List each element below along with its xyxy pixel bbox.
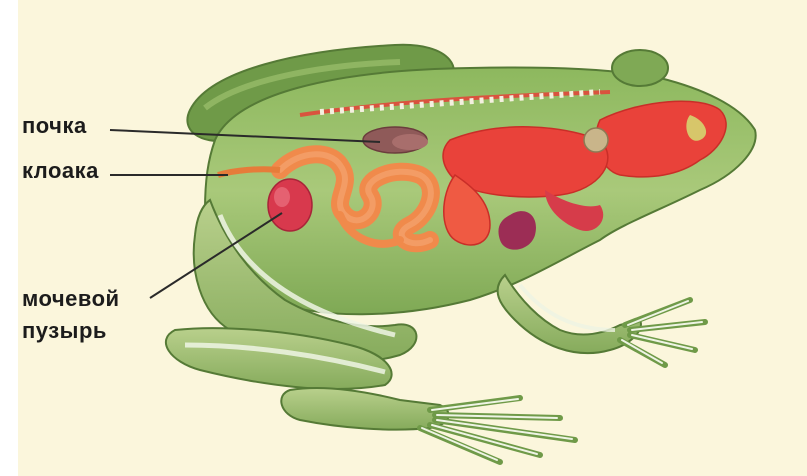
lung [584, 128, 608, 152]
bladder-label-line2: пузырь [22, 320, 107, 342]
bladder-label-line1: мочевой [22, 288, 120, 310]
eye-bulge [612, 50, 668, 86]
frog-hind-foot [281, 388, 448, 430]
kidney-label: почка [22, 115, 87, 137]
front-toes [620, 300, 705, 365]
bladder [268, 179, 312, 231]
cloaca-label: клоака [22, 160, 99, 182]
